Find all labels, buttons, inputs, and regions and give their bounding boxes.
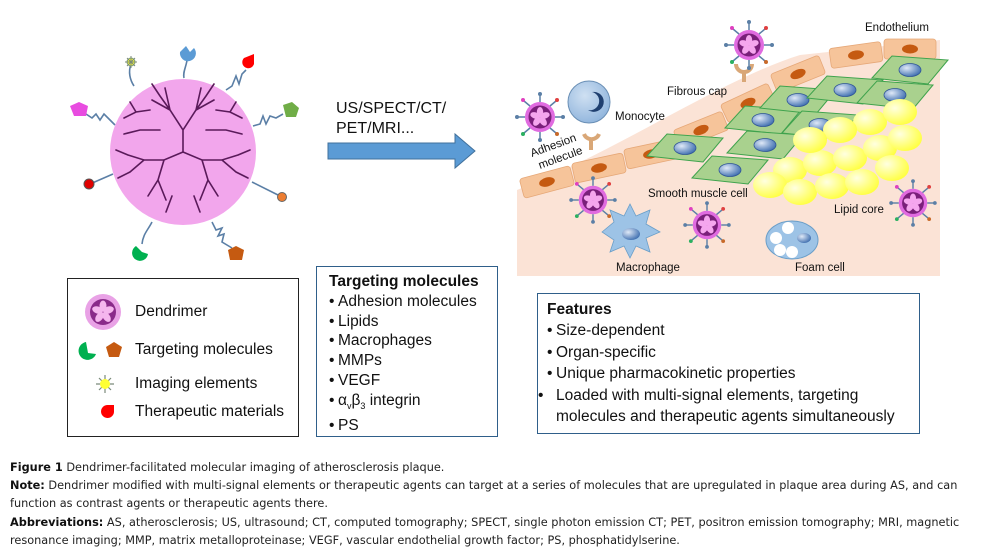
targeting-molecules-title: Targeting molecules: [329, 273, 479, 290]
list-item: Loaded with multi-signal elements, targe…: [547, 385, 916, 428]
features-title: Features: [547, 301, 612, 318]
label-lipid-core: Lipid core: [834, 204, 884, 216]
caption-abbreviations: Abbreviations: AS, atherosclerosis; US, …: [10, 514, 1000, 550]
list-item: Macrophages: [329, 331, 497, 351]
plaque-illustration: [514, 19, 949, 276]
alpha-sub: v: [346, 400, 352, 411]
legend-box: Dendrimer Targeting molecules Imaging el…: [67, 278, 299, 437]
legend-item-imaging: Imaging elements: [95, 374, 257, 394]
list-item: VEGF: [329, 371, 497, 391]
note-label: Note:: [10, 479, 45, 493]
caption-title: Figure 1 Dendrimer-facilitated molecular…: [10, 459, 1000, 477]
list-item: PS: [329, 416, 497, 436]
imaging-element-icon: [96, 375, 114, 393]
targeting-molecule-icons: [78, 342, 122, 360]
list-item: Adhesion molecules: [329, 292, 497, 312]
figure-caption: Figure 1 Dendrimer-facilitated molecular…: [10, 459, 1000, 550]
targeting-molecules-box: Targeting molecules Adhesion molecules L…: [316, 266, 498, 437]
imaging-arrow: [327, 132, 476, 170]
legend-item-dendrimer: Dendrimer: [84, 293, 207, 331]
alpha: α: [338, 391, 347, 409]
modalities-line-2: PET/MRI...: [336, 120, 415, 137]
figure-label: Figure 1: [10, 461, 63, 474]
legend-item-therapeutic: Therapeutic materials: [101, 403, 284, 420]
dendrimer-main: [70, 46, 299, 261]
targeting-molecules-list: Adhesion molecules Lipids Macrophages MM…: [329, 292, 497, 436]
legend-label: Imaging elements: [135, 375, 258, 392]
note-text: Dendrimer modified with multi-signal ele…: [10, 479, 958, 511]
list-item: Unique pharmacokinetic properties: [547, 363, 919, 385]
modalities-line-1: US/SPECT/CT/: [336, 100, 447, 117]
list-item: Organ-specific: [547, 342, 919, 364]
beta-sub: 3: [360, 400, 366, 411]
legend-label: Therapeutic materials: [135, 403, 285, 420]
label-foam-cell: Foam cell: [795, 262, 845, 274]
abbrev-text: AS, atherosclerosis; US, ultrasound; CT,…: [10, 515, 960, 547]
list-item: Lipids: [329, 312, 497, 332]
beta: β: [351, 391, 361, 409]
label-monocyte: Monocyte: [615, 111, 665, 123]
dendrimer-icon: [85, 294, 121, 330]
list-item: MMPs: [329, 351, 497, 371]
abbrev-label: Abbreviations:: [10, 515, 104, 529]
legend-label: Dendrimer: [135, 303, 208, 320]
legend-label: Targeting molecules: [135, 341, 273, 358]
label-fibrous-cap: Fibrous cap: [667, 86, 727, 98]
features-box: Features Size-dependent Organ-specific U…: [537, 293, 920, 434]
figure-text: Dendrimer-facilitated molecular imaging …: [62, 461, 445, 474]
imaging-modalities-label: US/SPECT/CT/ PET/MRI...: [336, 99, 446, 139]
features-list: Size-dependent Organ-specific Unique pha…: [547, 320, 919, 428]
caption-note: Note: Dendrimer modified with multi-sign…: [10, 477, 1000, 513]
label-smooth-muscle-cell: Smooth muscle cell: [648, 188, 748, 200]
list-item: Size-dependent: [547, 320, 919, 342]
list-item-integrin: αvβ3 integrin: [329, 391, 497, 417]
therapeutic-material-icon: [101, 405, 114, 418]
label-macrophage: Macrophage: [616, 262, 680, 274]
legend-item-targeting: Targeting molecules: [76, 339, 273, 361]
integrin-text: integrin: [365, 391, 421, 409]
label-endothelium: Endothelium: [865, 22, 929, 34]
